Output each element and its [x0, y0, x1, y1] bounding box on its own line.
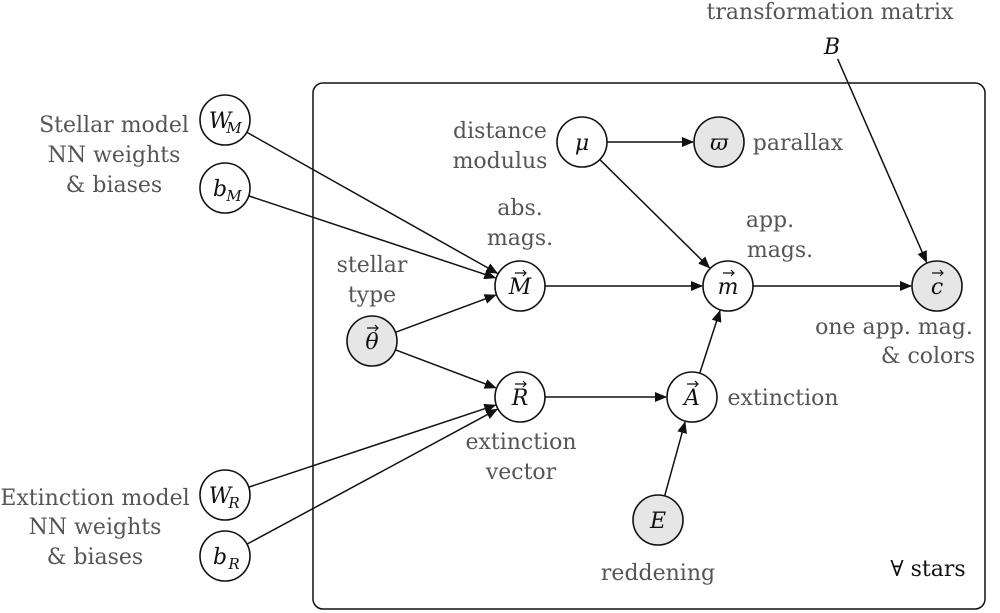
node-M: M: [494, 260, 546, 312]
node-subscript-b_R: R: [227, 555, 239, 573]
label-one-app-mag-1: one app. mag.: [815, 315, 973, 340]
node-symbol-M: M: [508, 275, 532, 300]
label-stellar-model-2: NN weights: [48, 143, 181, 168]
label-distance-modulus-2: modulus: [453, 149, 548, 174]
node-W_M: WM: [199, 94, 251, 146]
label-abs-mags-2: mags.: [487, 226, 553, 251]
label-one-app-mag-2: & colors: [881, 344, 975, 369]
node-symbol-m: m: [718, 275, 739, 300]
node-symbol-W_M: W: [209, 109, 234, 134]
label-stellar-type-1: stellar: [337, 253, 408, 278]
node-varpi: ϖ: [693, 116, 745, 168]
edge-b_R-to-R: [246, 408, 498, 545]
label-extinction-vector-1: extinction: [465, 430, 576, 455]
vector-arrow-M: [515, 269, 527, 277]
node-circle-M: [494, 260, 546, 312]
label-extinction-model-3: & biases: [47, 545, 143, 570]
node-circle-R: [494, 371, 546, 423]
node-symbol-mu: μ: [575, 131, 589, 156]
plate-label: ∀ stars: [890, 557, 965, 582]
node-circle-mu: [556, 116, 608, 168]
label-stellar-type-2: type: [348, 283, 396, 308]
stars-plate: [312, 82, 986, 610]
node-subscript-b_M: M: [225, 187, 242, 205]
label-extinction: extinction: [727, 386, 838, 411]
edge-W_M-to-M: [246, 131, 499, 274]
label-distance-modulus-1: distance: [453, 119, 547, 144]
node-c: c: [911, 260, 963, 312]
edge-B-to-c: [836, 58, 928, 264]
node-circle-A: [666, 371, 718, 423]
node-symbol-varpi: ϖ: [710, 131, 729, 156]
node-subscript-W_M: M: [225, 119, 242, 137]
node-circle-E: [632, 494, 684, 546]
node-symbol-B: B: [823, 35, 840, 60]
node-symbol-b_M: b: [213, 177, 227, 202]
label-extinction-model-1: Extinction model: [0, 486, 189, 511]
label-parallax: parallax: [753, 131, 844, 156]
label-stellar-model-1: Stellar model: [39, 113, 189, 138]
vector-arrow-c: [932, 269, 944, 277]
node-E: E: [632, 494, 684, 546]
label-abs-mags-1: abs.: [497, 196, 542, 221]
node-theta: θ: [346, 315, 398, 367]
edge-A-to-m: [698, 309, 722, 374]
node-symbol-W_R: W: [209, 484, 234, 509]
vector-arrow-theta: [367, 324, 379, 332]
label-transformation-matrix: transformation matrix: [707, 0, 954, 25]
node-m: m: [702, 260, 754, 312]
node-circle-c: [911, 260, 963, 312]
edge-mu-to-m: [599, 159, 711, 269]
node-W_R: WR: [199, 469, 251, 521]
node-symbol-theta: θ: [365, 330, 378, 355]
label-app-mags-1: app.: [746, 208, 794, 233]
node-symbol-A: A: [682, 386, 700, 411]
edge-W_R-to-R: [248, 403, 497, 488]
edge-E-to-A: [663, 421, 687, 497]
node-circle-b_R: [199, 530, 251, 582]
node-symbol-E: E: [649, 509, 666, 534]
node-mu: μ: [556, 116, 608, 168]
node-circle-m: [702, 260, 754, 312]
node-R: R: [494, 371, 546, 423]
node-circle-theta: [346, 315, 398, 367]
node-circle-varpi: [693, 116, 745, 168]
vector-arrow-m: [723, 269, 735, 277]
node-circle-W_M: [199, 94, 251, 146]
node-circle-b_M: [199, 162, 251, 214]
node-circle-W_R: [199, 469, 251, 521]
node-symbol-c: c: [931, 275, 943, 300]
edge-theta-to-M: [395, 294, 497, 333]
node-symbol-b_R: b: [213, 545, 227, 570]
label-reddening: reddening: [601, 561, 715, 586]
label-extinction-vector-2: vector: [485, 460, 557, 485]
vector-arrow-A: [687, 380, 699, 388]
label-stellar-model-3: & biases: [66, 173, 162, 198]
edge-b_M-to-M: [248, 195, 497, 280]
node-A: A: [666, 371, 718, 423]
edges: [246, 58, 928, 545]
node-transformation-matrix: B: [823, 35, 840, 60]
label-extinction-model-2: NN weights: [29, 515, 162, 540]
vector-arrow-R: [515, 380, 527, 388]
node-symbol-R: R: [511, 386, 529, 411]
node-subscript-W_R: R: [227, 494, 239, 512]
label-app-mags-2: mags.: [747, 238, 813, 263]
edge-theta-to-R: [395, 349, 497, 389]
